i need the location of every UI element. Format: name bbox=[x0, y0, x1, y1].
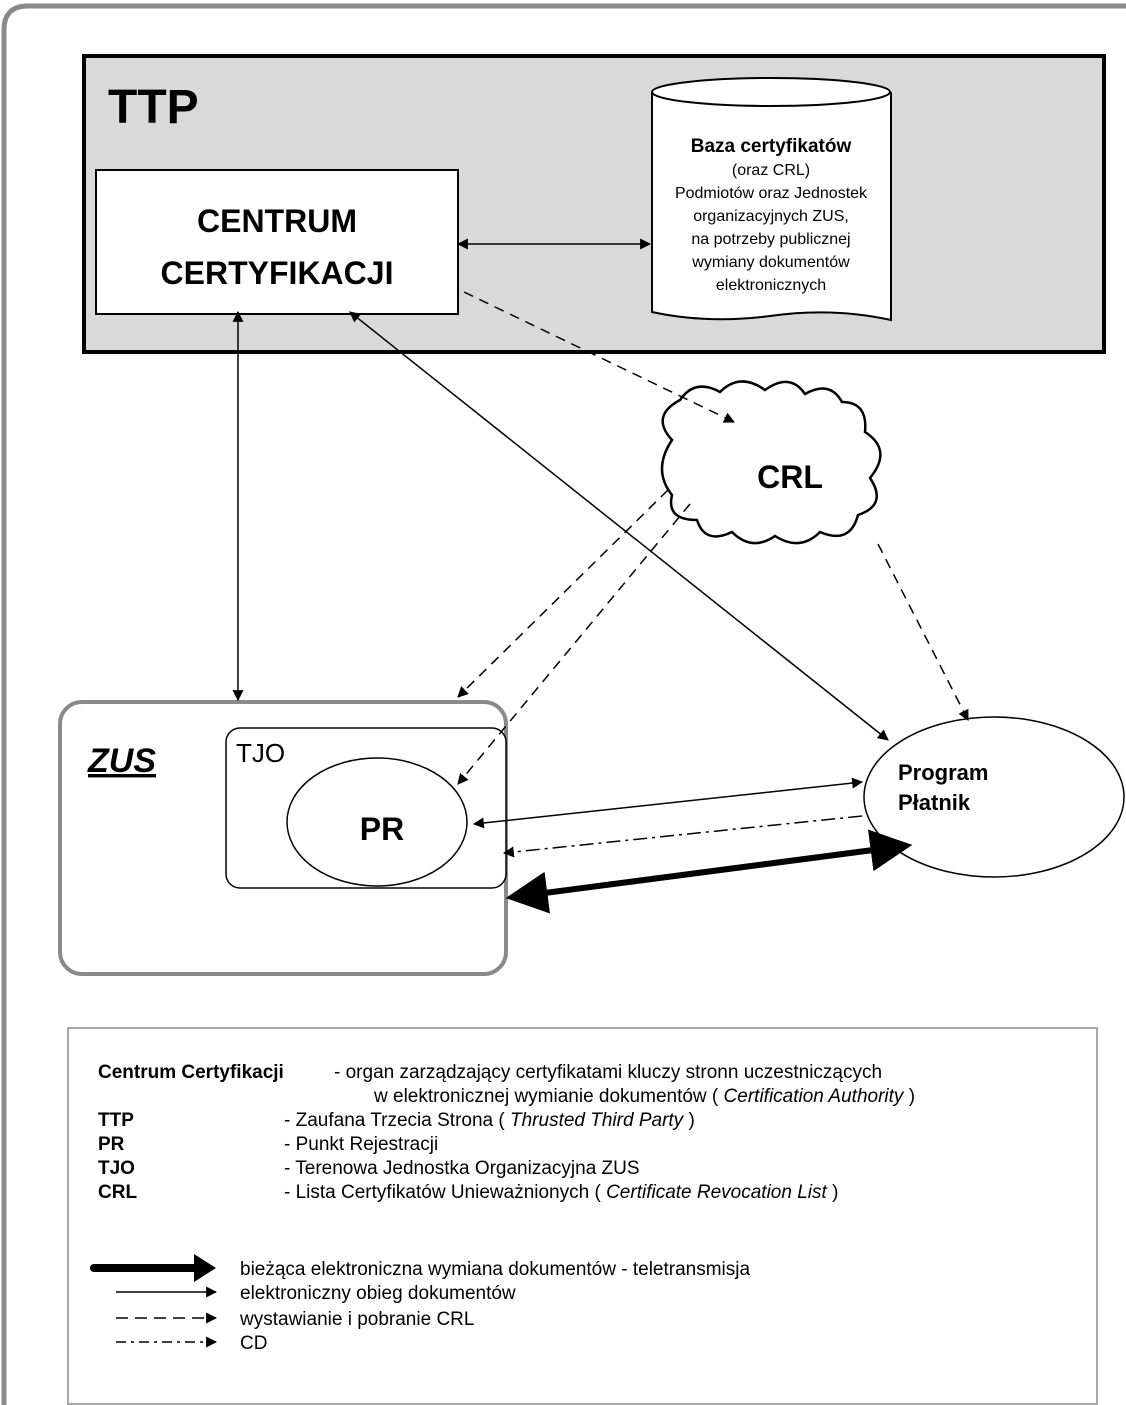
dashed-crl-to-zus bbox=[457, 489, 669, 698]
baza-line: Podmiotów oraz Jednostek bbox=[675, 185, 868, 202]
arrow-platnik-pr bbox=[472, 777, 864, 829]
platnik-label-line1: Program bbox=[898, 760, 988, 785]
thick-arrow-zus-platnik bbox=[505, 829, 913, 914]
legend-line-label: wystawianie i pobranie CRL bbox=[239, 1309, 474, 1330]
legend-line-label: CD bbox=[240, 1333, 267, 1354]
arrow-centrum-platnik bbox=[349, 311, 889, 741]
legend-arrowhead bbox=[194, 1254, 216, 1282]
centrum-label-line1: CENTRUM bbox=[197, 203, 357, 239]
baza-line: na potrzeby publicznej bbox=[691, 231, 850, 248]
platnik-label-line2: Płatnik bbox=[898, 790, 971, 815]
legend-term: Centrum Certyfikacji bbox=[98, 1062, 284, 1083]
pr-label: PR bbox=[360, 811, 404, 847]
centrum-certyfikacji-box bbox=[95, 169, 459, 315]
legend-desc: - Punkt Rejestracji bbox=[284, 1134, 438, 1155]
baza-line: organizacyjnych ZUS, bbox=[693, 208, 849, 225]
legend-line-label: elektroniczny obieg dokumentów bbox=[240, 1283, 516, 1304]
dashed-crl-to-pr bbox=[457, 503, 691, 785]
tjo-label: TJO bbox=[236, 738, 285, 768]
legend-line-label: bieżąca elektroniczna wymiana dokumentów… bbox=[240, 1259, 751, 1280]
dashed-crl-to-platnik bbox=[877, 543, 969, 721]
legend-term: TJO bbox=[98, 1158, 135, 1179]
baza-line: wymiany dokumentów bbox=[691, 254, 850, 271]
outer-frame bbox=[1, 3, 1126, 1405]
zus-logo: ZUS bbox=[87, 742, 156, 780]
baza-certyfikatow-cylinder bbox=[651, 77, 892, 322]
centrum-label-line2: CERTYFIKACJI bbox=[161, 255, 394, 291]
legend-desc: w elektronicznej wymianie dokumentów ( C… bbox=[373, 1086, 915, 1107]
crl-label: CRL bbox=[757, 459, 823, 495]
legend-desc: - Lista Certyfikatów Unieważnionych ( Ce… bbox=[284, 1182, 838, 1203]
program-platnik-ellipse bbox=[863, 716, 1125, 878]
pr-ellipse bbox=[286, 757, 468, 887]
baza-line: (oraz CRL) bbox=[732, 162, 810, 179]
baza-title: Baza certyfikatów bbox=[691, 136, 852, 157]
legend-desc: - organ zarządzający certyfikatami klucz… bbox=[334, 1062, 882, 1083]
legend-term: CRL bbox=[98, 1182, 137, 1203]
baza-line: elektronicznych bbox=[716, 277, 826, 294]
legend-term: TTP bbox=[98, 1110, 134, 1131]
dashdot-platnik-to-pr bbox=[502, 815, 863, 858]
legend-term: PR bbox=[98, 1134, 125, 1155]
legend-desc: - Terenowa Jednostka Organizacyjna ZUS bbox=[284, 1158, 640, 1179]
ttp-label: TTP bbox=[108, 81, 199, 134]
legend-desc: - Zaufana Trzecia Strona ( Thrusted Thir… bbox=[284, 1110, 695, 1131]
legend-box bbox=[67, 1027, 1098, 1405]
